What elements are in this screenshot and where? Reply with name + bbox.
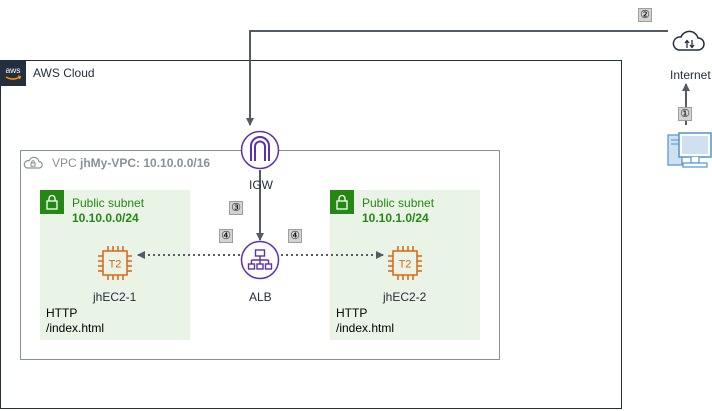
internet-to-igw-connector — [246, 30, 668, 126]
step-badge-3: ③ — [229, 201, 243, 215]
vpc-label-prefix: VPC — [52, 156, 81, 170]
vpc-name: jhMy-VPC: 10.10.0.0/16 — [80, 156, 211, 170]
subnet-2-http-protocol: HTTP — [336, 306, 368, 320]
ec2-2-label: jhEC2-2 — [383, 290, 427, 304]
subnet-1-cidr: 10.10.0.0/24 — [72, 211, 139, 225]
subnet-2-http-info: HTTP /index.html — [336, 306, 394, 336]
public-subnet-1 — [40, 190, 190, 340]
subnet-2-http-path: /index.html — [336, 321, 395, 335]
vpc-cloud-icon — [21, 151, 45, 175]
internet-gateway-icon — [240, 130, 280, 170]
vpc-label: VPC jhMy-VPC: 10.10.0.0/16 — [52, 156, 210, 170]
subnet-lock-icon — [40, 190, 64, 214]
aws-cloud-label: AWS Cloud — [33, 66, 95, 80]
ec2-1-label: jhEC2-1 — [93, 290, 137, 304]
aws-cloud-group — [0, 60, 622, 409]
internet-cloud-icon — [669, 26, 709, 56]
step-badge-4-right: ④ — [288, 229, 302, 243]
subnet-lock-icon — [330, 190, 354, 214]
alb-label: ALB — [249, 290, 272, 304]
subnet-2-cidr: 10.10.1.0/24 — [362, 211, 429, 225]
subnet-2-title: Public subnet — [362, 196, 435, 210]
aws-logo-text: aws — [5, 65, 20, 75]
internet-label: Internet — [670, 68, 711, 82]
load-balancer-icon — [240, 240, 280, 280]
step-badge-2: ② — [638, 8, 652, 22]
step-badge-1: ① — [678, 107, 692, 121]
step-badge-4-left: ④ — [219, 229, 233, 243]
subnet-1-http-info: HTTP /index.html — [46, 306, 104, 336]
client-computer-icon — [667, 127, 712, 173]
ec2-1-type: T2 — [109, 259, 122, 271]
ec2-instance-1-icon: T2 — [95, 243, 135, 283]
aws-logo-icon: aws — [0, 60, 26, 86]
igw-label: IGW — [249, 178, 273, 192]
subnet-1-title: Public subnet — [72, 196, 145, 210]
subnet-1-http-protocol: HTTP — [46, 306, 78, 320]
ec2-2-type: T2 — [399, 259, 412, 271]
public-subnet-2 — [330, 190, 480, 340]
ec2-instance-2-icon: T2 — [385, 243, 425, 283]
subnet-1-http-path: /index.html — [46, 321, 105, 335]
